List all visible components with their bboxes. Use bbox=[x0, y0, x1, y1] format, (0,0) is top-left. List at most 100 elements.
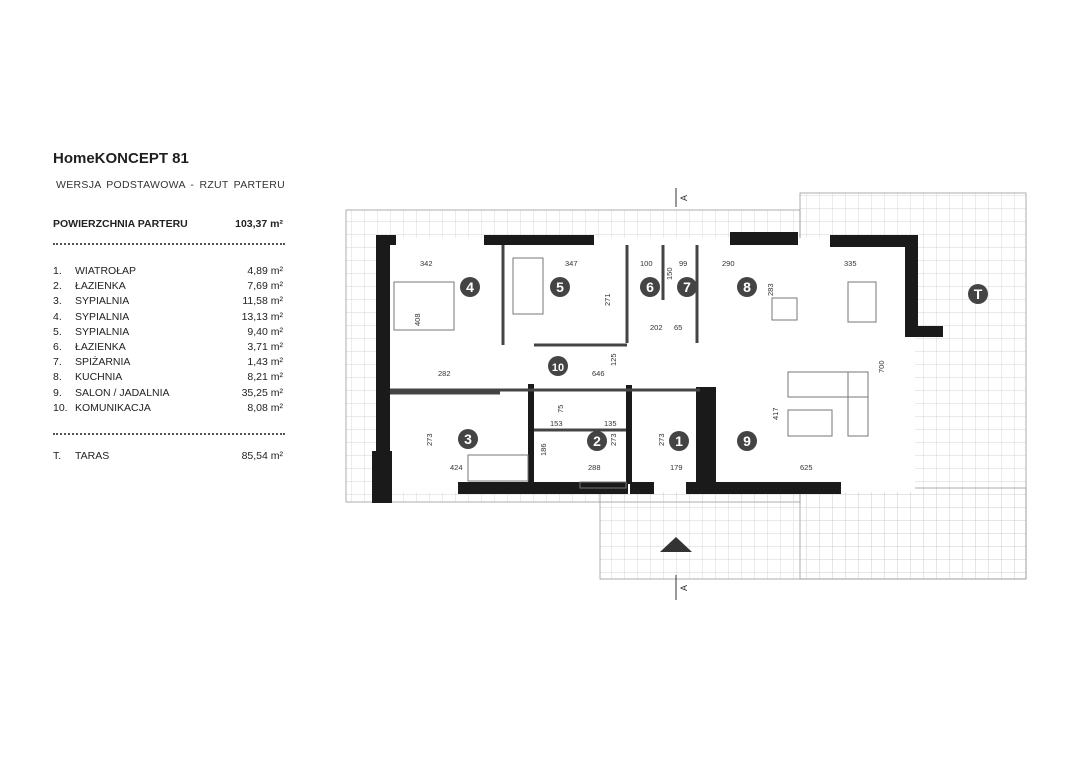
dimension-label: 65 bbox=[674, 323, 682, 332]
room-number: T. bbox=[53, 450, 62, 462]
dimension-label: 271 bbox=[603, 293, 612, 306]
dimension-label: 75 bbox=[556, 405, 565, 413]
building-floor bbox=[380, 238, 915, 492]
room-area: 8,08 m² bbox=[247, 401, 283, 414]
room-name: KUCHNIA bbox=[75, 371, 123, 384]
list-item: 4. SYPIALNIA 13,13 m² bbox=[53, 311, 283, 326]
room-label: 7 bbox=[683, 279, 691, 295]
list-item: 8. KUCHNIA 8,21 m² bbox=[53, 371, 283, 386]
terrace-row: T. TARAS 85,54 m² bbox=[53, 450, 283, 465]
room-number: 3. bbox=[53, 295, 62, 308]
room-label: 5 bbox=[556, 279, 564, 295]
room-label: 9 bbox=[743, 433, 751, 449]
room-label: 4 bbox=[466, 279, 474, 295]
room-label: 1 bbox=[675, 433, 683, 449]
total-area: POWIERZCHNIA PARTERU 103,37 m² bbox=[53, 218, 283, 230]
room-area: 9,40 m² bbox=[247, 325, 283, 338]
room-name: ŁAZIENKA bbox=[75, 280, 126, 293]
room-number: 10. bbox=[53, 401, 68, 414]
room-area: 7,69 m² bbox=[247, 280, 283, 293]
divider bbox=[53, 433, 285, 435]
section-label: A bbox=[679, 195, 689, 201]
dimension-label: 153 bbox=[550, 419, 563, 428]
dimension-label: 186 bbox=[539, 443, 548, 456]
dimension-label: 273 bbox=[425, 433, 434, 446]
dimension-label: 347 bbox=[565, 259, 578, 268]
room-number: 4. bbox=[53, 310, 62, 323]
room-number: 9. bbox=[53, 386, 62, 399]
dimension-label: 135 bbox=[604, 419, 617, 428]
room-name: WIATROŁAP bbox=[75, 265, 137, 277]
list-item: 6. ŁAZIENKA 3,71 m² bbox=[53, 341, 283, 356]
dimension-label: 125 bbox=[609, 353, 618, 366]
room-name: SYPIALNIA bbox=[75, 310, 130, 323]
dimension-label: 625 bbox=[800, 463, 813, 472]
total-area-label: POWIERZCHNIA PARTERU bbox=[53, 218, 188, 230]
dimension-label: 283 bbox=[766, 283, 775, 296]
dimension-label: 273 bbox=[609, 433, 618, 446]
total-area-value: 103,37 m² bbox=[235, 218, 283, 230]
room-name: KOMUNIKACJA bbox=[75, 401, 151, 414]
section-marks: A A bbox=[660, 188, 692, 600]
list-item: 9. SALON / JADALNIA 35,25 m² bbox=[53, 387, 283, 402]
dimension-label: 179 bbox=[670, 463, 683, 472]
room-name: TARAS bbox=[75, 450, 110, 462]
room-area: 8,21 m² bbox=[247, 371, 283, 384]
dimension-label: 290 bbox=[722, 259, 735, 268]
room-markers: 1 2 3 4 5 6 7 8 9 10 T bbox=[458, 277, 988, 451]
room-area: 3,71 m² bbox=[247, 340, 283, 353]
room-name: SPIŻARNIA bbox=[75, 356, 131, 369]
room-area: 85,54 m² bbox=[241, 450, 283, 462]
room-name: SYPIALNIA bbox=[75, 325, 130, 338]
dimension-label: 335 bbox=[844, 259, 857, 268]
dimension-label: 288 bbox=[588, 463, 601, 472]
room-label: T bbox=[974, 286, 983, 302]
furniture bbox=[393, 257, 877, 489]
list-item: 5. SYPIALNIA 9,40 m² bbox=[53, 326, 283, 341]
dimension-label: 99 bbox=[679, 259, 687, 268]
dimension-label: 700 bbox=[877, 360, 886, 373]
dimension-label: 100 bbox=[640, 259, 653, 268]
room-area: 4,89 m² bbox=[247, 265, 283, 277]
list-item: 7. SPIŻARNIA 1,43 m² bbox=[53, 356, 283, 371]
room-number: 8. bbox=[53, 371, 62, 384]
dimension-labels: 342 347 100 99 290 335 408 283 700 271 2… bbox=[413, 259, 886, 472]
room-label: 6 bbox=[646, 279, 654, 295]
room-area: 1,43 m² bbox=[247, 356, 283, 369]
room-label: 8 bbox=[743, 279, 751, 295]
page-title: HomeKONCEPT 81 bbox=[53, 150, 189, 167]
divider bbox=[53, 243, 285, 245]
room-name: SALON / JADALNIA bbox=[75, 386, 170, 399]
dimension-label: 408 bbox=[413, 313, 422, 326]
list-item: 10. KOMUNIKACJA 8,08 m² bbox=[53, 402, 283, 417]
dimension-label: 417 bbox=[771, 407, 780, 420]
entrance-arrow-icon bbox=[660, 537, 692, 552]
dimension-label: 150 bbox=[665, 267, 674, 280]
page-subtitle: WERSJA PODSTAWOWA - RZUT PARTERU bbox=[56, 179, 285, 191]
room-area: 35,25 m² bbox=[241, 386, 283, 399]
dimension-label: 273 bbox=[657, 433, 666, 446]
room-area: 11,58 m² bbox=[242, 295, 283, 308]
room-number: 1. bbox=[53, 265, 62, 277]
walls bbox=[372, 232, 943, 503]
room-number: 5. bbox=[53, 325, 62, 338]
room-number: 2. bbox=[53, 280, 62, 293]
room-area: 13,13 m² bbox=[241, 310, 283, 323]
dimension-label: 202 bbox=[650, 323, 663, 332]
section-label: A bbox=[679, 585, 689, 591]
room-label: 10 bbox=[552, 362, 564, 374]
room-label: 3 bbox=[464, 431, 472, 447]
room-number: 6. bbox=[53, 340, 62, 353]
list-item: 2. ŁAZIENKA 7,69 m² bbox=[53, 280, 283, 295]
dimension-label: 424 bbox=[450, 463, 463, 472]
partitions bbox=[390, 245, 700, 432]
list-item: 1. WIATROŁAP 4,89 m² bbox=[53, 265, 283, 280]
room-name: ŁAZIENKA bbox=[75, 340, 126, 353]
dimension-label: 342 bbox=[420, 259, 433, 268]
dimension-label: 646 bbox=[592, 369, 605, 378]
room-label: 2 bbox=[593, 433, 601, 449]
room-number: 7. bbox=[53, 356, 62, 369]
